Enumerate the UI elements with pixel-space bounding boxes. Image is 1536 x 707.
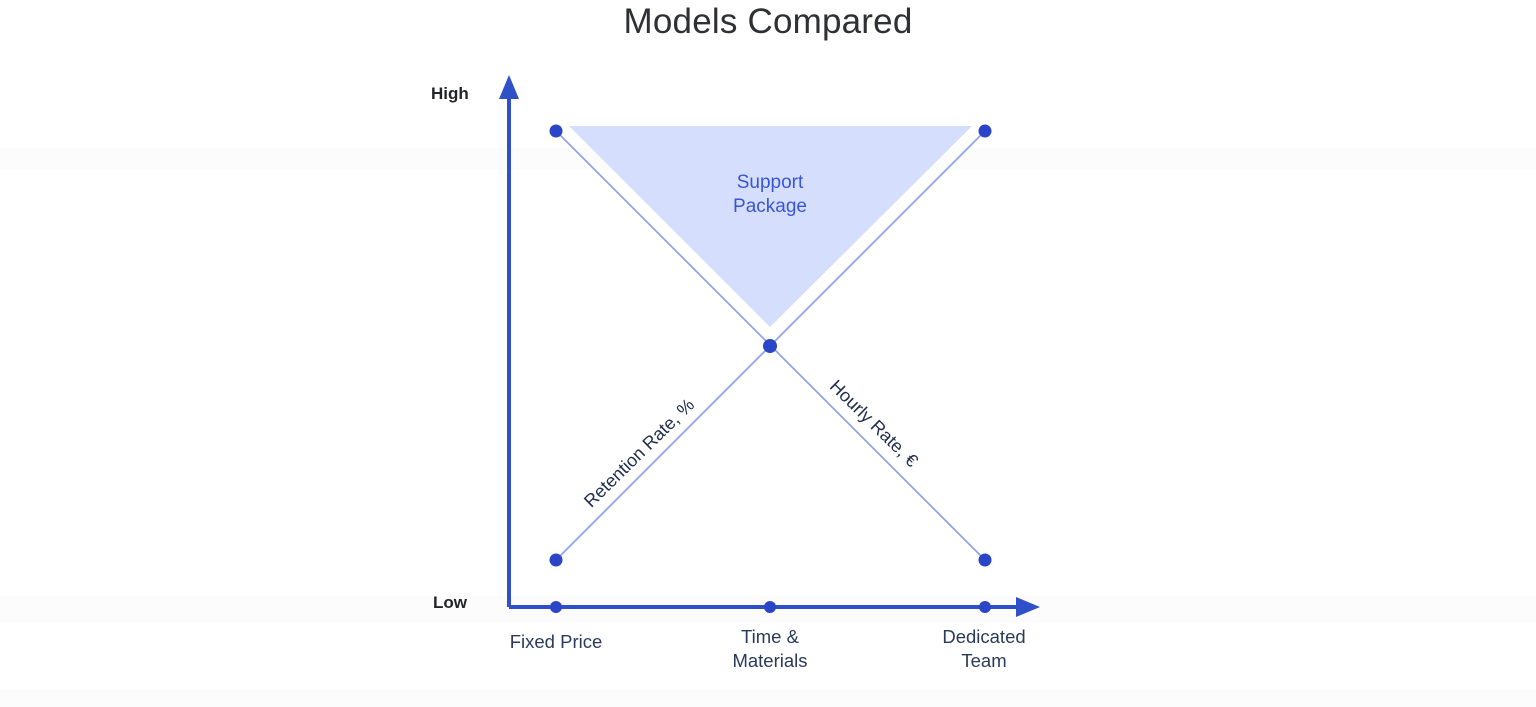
- x-axis-marker-dot: [979, 601, 991, 613]
- arrow-right-icon: [1016, 597, 1040, 617]
- data-point-marker[interactable]: [549, 124, 563, 138]
- data-point-marker[interactable]: [549, 553, 563, 567]
- x-axis-marker-dot: [764, 601, 776, 613]
- x-axis-marker-dot: [550, 601, 562, 613]
- y-axis-low-label: Low: [433, 593, 467, 612]
- background-band: [0, 690, 1536, 707]
- x-axis-category-label-time-and-materials: Time & Materials: [732, 626, 808, 671]
- chart-title: Models Compared: [623, 2, 913, 41]
- support-package-region-label: Support Package: [733, 172, 807, 217]
- x-axis-category-label-dedicated-team: Dedicated Team: [942, 626, 1026, 671]
- arrow-up-icon: [499, 75, 519, 99]
- data-point-marker[interactable]: [978, 553, 992, 567]
- support-package-region: [569, 126, 972, 327]
- data-point-marker-intersection[interactable]: [763, 339, 777, 353]
- x-axis-category-label-fixed-price: Fixed Price: [509, 631, 603, 652]
- data-point-marker[interactable]: [978, 124, 992, 138]
- y-axis-high-label: High: [431, 84, 469, 103]
